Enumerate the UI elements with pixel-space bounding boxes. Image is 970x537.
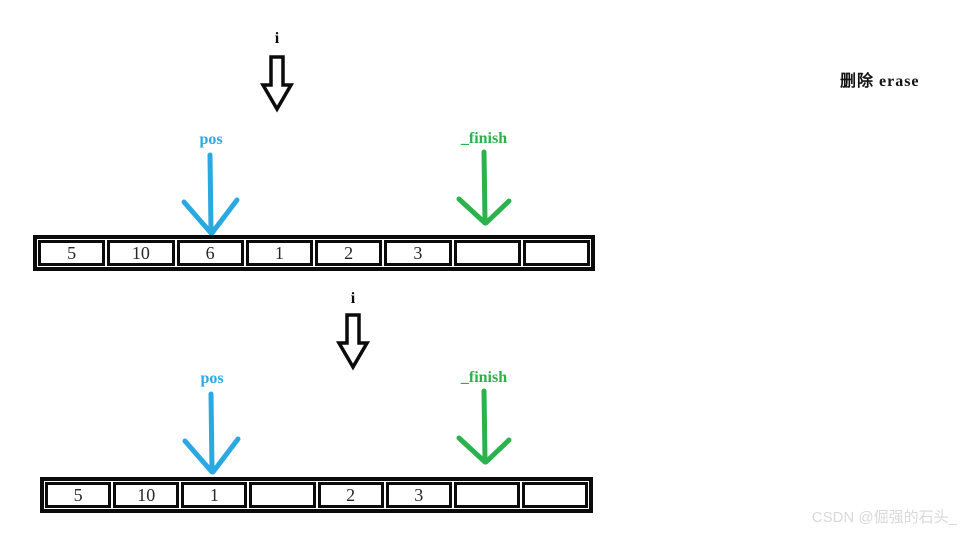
array-cell bbox=[453, 482, 520, 508]
watermark: CSDN @倔强的石头_ bbox=[811, 509, 957, 526]
i-arrow-icon bbox=[259, 54, 295, 113]
array-cell: 1 bbox=[245, 240, 313, 266]
array-cell: 2 bbox=[315, 240, 383, 266]
i-label: i bbox=[350, 290, 356, 307]
i-arrow-icon bbox=[335, 312, 371, 371]
array-cell bbox=[521, 482, 588, 508]
finish-label: _finish bbox=[460, 130, 508, 147]
array-cell: 10 bbox=[107, 240, 175, 266]
array-cell: 5 bbox=[38, 240, 106, 266]
array-cell bbox=[522, 240, 590, 266]
title-erase: 删除 erase bbox=[840, 73, 920, 90]
pos-arrow-icon bbox=[182, 391, 242, 475]
array-cell: 5 bbox=[45, 482, 112, 508]
finish-arrow-icon bbox=[456, 149, 513, 226]
array-cell: 3 bbox=[384, 240, 452, 266]
finish-label: _finish bbox=[460, 369, 508, 386]
array-cell: 3 bbox=[385, 482, 452, 508]
array-cell: 6 bbox=[176, 240, 244, 266]
array-cell bbox=[453, 240, 521, 266]
array-cell bbox=[249, 482, 316, 508]
array-cell: 10 bbox=[113, 482, 180, 508]
pos-label: pos bbox=[199, 131, 223, 148]
array-cell: 1 bbox=[181, 482, 248, 508]
array-cell: 2 bbox=[317, 482, 384, 508]
pos-arrow-icon bbox=[181, 152, 241, 236]
i-label: i bbox=[274, 30, 280, 47]
pos-label: pos bbox=[200, 370, 224, 387]
finish-arrow-icon bbox=[456, 388, 513, 465]
